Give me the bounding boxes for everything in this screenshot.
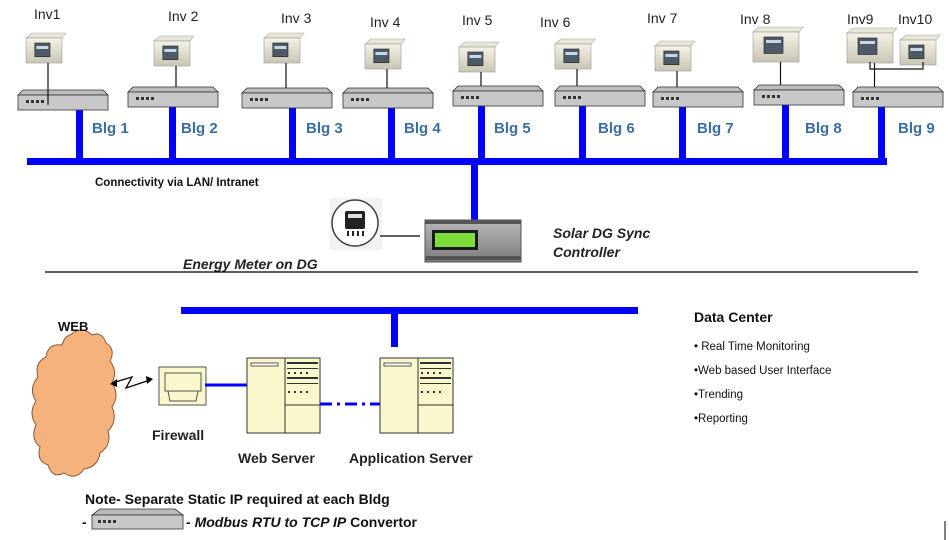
controller-label-line2: Controller — [553, 244, 621, 260]
legend-prefix: - — [82, 514, 87, 530]
lcd-display-icon — [435, 233, 475, 247]
lan-label: Connectivity via LAN/ Intranet — [95, 177, 259, 189]
modbus-converter-icon — [17, 89, 109, 111]
data-center-features: • Real Time Monitoring •Web based User In… — [694, 341, 831, 425]
app-server-drop-line — [391, 307, 398, 347]
data-center-bus — [181, 307, 638, 314]
building-label: Blg 9 — [898, 120, 935, 137]
building-drop-line — [878, 107, 885, 160]
web-server-icon — [246, 357, 286, 434]
solar-dg-sync-controller — [424, 219, 522, 263]
inverter-label: Inv 5 — [462, 12, 493, 28]
building-label: Blg 4 — [404, 120, 441, 137]
building-drop-line — [782, 105, 789, 160]
modbus-converter-icon — [241, 87, 333, 109]
building-label: Blg 3 — [306, 120, 343, 137]
inverter-label: Inv 2 — [168, 8, 199, 24]
inverter — [554, 38, 596, 86]
building-drop-line — [388, 108, 395, 160]
controller-drop-line — [471, 160, 478, 220]
building-drop-line — [289, 108, 296, 160]
inverter — [899, 34, 941, 66]
building-label: Blg 5 — [494, 120, 531, 137]
building-drop-line — [76, 110, 83, 160]
application-server — [379, 357, 454, 434]
data-center-title: Data Center — [694, 309, 773, 325]
modbus-converter-icon — [652, 86, 744, 108]
firewall-label: Firewall — [152, 427, 204, 443]
application-server-icon — [379, 357, 419, 434]
building-drop-line — [169, 107, 176, 160]
modbus-converter-icon — [342, 87, 434, 109]
web-label: WEB — [58, 319, 88, 334]
building-label: Blg 8 — [805, 120, 842, 137]
energy-meter-label: Energy Meter on DG — [183, 256, 318, 272]
inverter — [263, 32, 305, 88]
inverter — [846, 27, 898, 87]
inverter — [25, 32, 67, 105]
wireless-link-icon — [111, 375, 151, 390]
controller-label-line1: Solar DG Sync — [553, 225, 650, 241]
data-center-feature: •Trending — [694, 389, 743, 401]
web-cloud — [31, 329, 117, 477]
data-center-feature: •Web based User Interface — [694, 365, 831, 377]
building-drop-line — [679, 107, 686, 160]
building-label: Blg 1 — [92, 120, 129, 137]
note-static-ip: Note- Separate Static IP required at eac… — [85, 491, 390, 507]
inverter — [153, 35, 195, 87]
lan-bus-line — [27, 158, 887, 165]
inverter-label: Inv 3 — [281, 10, 312, 26]
cloud-icon — [31, 329, 117, 477]
lan-bus — [27, 158, 887, 165]
web-server-label: Web Server — [238, 450, 315, 466]
legend-sep: - — [186, 514, 195, 530]
modbus-converter-icon — [753, 84, 845, 106]
app-server-label: Application Server — [349, 450, 473, 466]
inverter-label: Inv 6 — [540, 14, 571, 30]
converter-legend-icon — [90, 508, 185, 530]
inverters — [25, 26, 941, 105]
modbus-converter-icon — [127, 86, 219, 108]
inverter — [752, 26, 804, 85]
firewall — [158, 366, 207, 406]
inverter-label: Inv9 — [847, 11, 874, 27]
modbus-converter-icon — [554, 85, 646, 107]
building-drop-line — [579, 106, 586, 160]
energy-meter — [330, 198, 382, 250]
inverter — [364, 38, 406, 88]
building-drops — [76, 105, 885, 160]
inverter-label: Inv 4 — [370, 14, 401, 30]
inverter — [654, 40, 696, 87]
inverter-label: Inv10 — [898, 11, 932, 27]
building-label: Blg 6 — [598, 120, 635, 137]
labels: Blg 1 Blg 2 Blg 3 Blg 4 Blg 5 Blg 6 Blg 7 Blg 8… — [34, 6, 935, 137]
data-center-feature: •Reporting — [694, 413, 748, 425]
inverter-icon — [25, 37, 63, 64]
legend-italic: Modbus RTU to TCP IP — [195, 514, 347, 530]
modbus-converter-icon — [852, 86, 944, 108]
inverter-label: Inv 8 — [740, 11, 771, 27]
legend-rest: Convertor — [346, 514, 417, 530]
inv9-inv10-link — [869, 62, 924, 70]
converters — [17, 84, 944, 111]
web-server — [246, 357, 321, 434]
building-drop-line — [478, 106, 485, 160]
inverter — [458, 41, 500, 86]
inverter-label: Inv1 — [34, 6, 61, 22]
building-label: Blg 7 — [697, 120, 734, 137]
building-label: Blg 2 — [181, 120, 218, 137]
data-center-feature: • Real Time Monitoring — [694, 341, 810, 353]
modbus-converter-icon — [452, 85, 544, 107]
converter-legend-text: - Modbus RTU to TCP IP Convertor — [186, 514, 418, 530]
inverter-label: Inv 7 — [647, 10, 678, 26]
